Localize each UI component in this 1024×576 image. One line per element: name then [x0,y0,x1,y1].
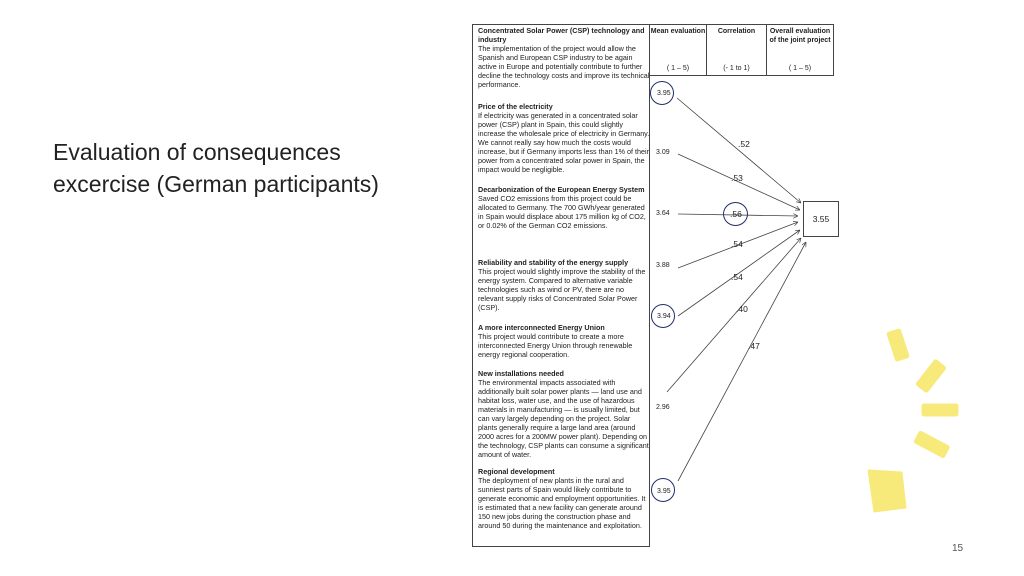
topic-title: Reliability and stability of the energy … [478,258,629,267]
arrow-new-installations [666,238,801,393]
mean-value-new-installations: 2.96 [656,404,670,411]
arrow-energy-union [677,230,800,317]
correlation-csp: .52 [738,139,750,149]
topic-decarbonization: Decarbonization of the European Energy S… [478,185,650,230]
overall-evaluation-box: 3.55 [803,201,839,237]
topic-title: A more interconnected Energy Union [478,323,605,332]
header-correlation-label: Correlation [717,28,756,35]
topic-body: If electricity was generated in a concen… [478,111,650,174]
topic-title: Decarbonization of the European Energy S… [478,185,645,194]
topic-new-installations: New installations needed The environment… [478,369,650,459]
mean-value-decarbonization: 3.64 [656,210,670,217]
slide-title: Evaluation of consequences excercise (Ge… [53,136,379,200]
slide-title-line1: Evaluation of consequences [53,139,341,165]
topic-regional-development: Regional development The deployment of n… [478,467,650,530]
page-number: 15 [952,543,964,554]
topic-csp: Concentrated Solar Power (CSP) technolog… [478,26,650,89]
highlight-circle [651,304,675,328]
topic-title: Regional development [478,467,555,476]
mean-value-reliability: 3.88 [656,262,670,269]
path-diagram: Mean evaluation ( 1 – 5) Correlation (- … [472,24,834,550]
correlation-regional-development: .47 [748,341,760,351]
highlight-circle [650,81,674,105]
topic-title: Concentrated Solar Power (CSP) technolog… [478,26,645,44]
topic-energy-union: A more interconnected Energy Union This … [478,323,650,359]
correlation-energy-union: .54 [731,272,743,282]
topic-body: This project would contribute to create … [478,332,633,359]
header-mean: Mean evaluation ( 1 – 5) [650,25,706,75]
arrow-price [677,153,800,210]
header-mean-range: ( 1 – 5) [666,65,690,72]
topic-title: Price of the electricity [478,102,553,111]
correlation-reliability: .54 [731,239,743,249]
topic-body: The implementation of the project would … [478,44,650,89]
topics-column [472,24,650,547]
arrow-reliability [677,222,798,269]
highlight-circle [651,478,675,502]
topic-body: This project would slightly improve the … [478,267,646,312]
header-mean-label: Mean evaluation [650,28,706,35]
highlight-circle [723,202,748,226]
topic-price: Price of the electricity If electricity … [478,102,650,174]
correlation-price: .53 [731,173,743,183]
topic-reliability: Reliability and stability of the energy … [478,258,650,312]
arrow-regional-development [677,242,806,482]
topic-body: The environmental impacts associated wit… [478,378,649,459]
table-header: Mean evaluation ( 1 – 5) Correlation (- … [650,24,834,76]
topic-title: New installations needed [478,369,564,378]
arrow-csp [676,97,801,203]
mean-value-price: 3.09 [656,149,670,156]
topic-body: Saved CO2 emissions from this project co… [478,194,646,230]
header-correlation-range: (- 1 to 1) [723,65,750,72]
header-overall-range: ( 1 – 5) [788,65,812,72]
header-correlation: Correlation (- 1 to 1) [706,25,766,75]
slide-title-line2: excercise (German participants) [53,171,379,197]
header-overall-label: Overall evaluation of the joint project [769,28,831,44]
correlation-new-installations: .40 [736,304,748,314]
sun-decoration-icon [867,328,959,513]
header-overall: Overall evaluation of the joint project … [766,25,833,75]
topic-body: The deployment of new plants in the rura… [478,476,646,530]
